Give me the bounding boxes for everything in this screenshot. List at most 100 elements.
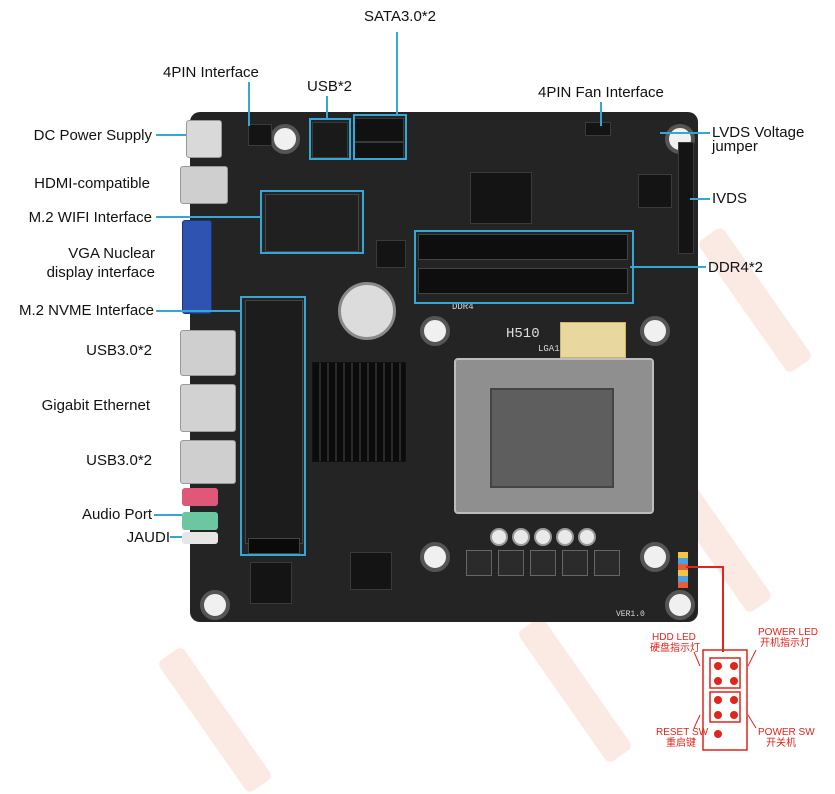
pin4-label: 4PIN Interface — [163, 64, 259, 81]
inductor — [530, 550, 556, 576]
pin — [730, 711, 738, 719]
power-sw-label-en: POWER SW — [758, 727, 815, 738]
watermark-stroke — [516, 615, 634, 765]
lvds-voltage-label-line1: LVDS Voltage — [712, 124, 805, 141]
vga-label-line2: display interface — [46, 264, 155, 281]
cmos-battery — [338, 282, 396, 340]
fan-header — [585, 122, 611, 136]
inductor — [594, 550, 620, 576]
pinout-sw-group — [709, 691, 741, 723]
usb3-label-top: USB3.0*2 — [86, 342, 152, 359]
sata-highlight — [353, 114, 407, 160]
hdd-led-label-en: HDD LED — [652, 632, 696, 643]
usb2-highlight — [309, 118, 351, 160]
motherboard: DDR4 H510 LGA1200 VER1.0 — [190, 112, 698, 622]
jaudi-label: JAUDI — [126, 529, 170, 546]
super-io-chip — [350, 552, 392, 590]
fan-label: 4PIN Fan Interface — [538, 84, 664, 101]
pin — [730, 662, 738, 670]
leader-line — [248, 82, 250, 126]
power-sw-label-cn: 开关机 — [766, 738, 796, 749]
leader-line — [396, 32, 398, 116]
vga-port — [182, 220, 212, 314]
leader-line — [170, 536, 182, 538]
pin — [714, 711, 722, 719]
leader-line — [690, 198, 710, 200]
version-silkscreen: VER1.0 — [616, 610, 645, 619]
hdmi-port — [180, 166, 228, 204]
mounting-hole — [640, 542, 670, 572]
capacitor — [490, 528, 508, 546]
leader-line — [154, 514, 182, 516]
front-panel-header — [678, 552, 688, 588]
lvds-voltage-label-line2: jumper — [712, 138, 758, 155]
leader-line — [600, 102, 602, 126]
pinout-connector-line — [747, 649, 757, 667]
leader-line — [326, 96, 328, 118]
audio-port-white — [182, 532, 218, 544]
power-led-label-en: POWER LED — [758, 627, 819, 638]
socket-silkscreen: LGA1200 — [538, 344, 576, 354]
reset-sw-label-en: RESET SW — [656, 727, 709, 738]
chipset-heatsink — [312, 362, 406, 462]
ddr4-silkscreen: DDR4 — [452, 302, 474, 312]
mounting-hole — [420, 542, 450, 572]
audio-port-pink — [182, 488, 218, 506]
mounting-hole — [200, 590, 230, 620]
pin — [730, 677, 738, 685]
pinout-led-group — [709, 657, 741, 689]
audio-label: Audio Port — [81, 506, 152, 523]
capacitor — [534, 528, 552, 546]
reset-sw-label-cn: 重启键 — [666, 738, 696, 749]
pin — [714, 730, 722, 738]
pin — [730, 696, 738, 704]
usb2-header — [312, 122, 348, 158]
leader-line — [156, 134, 186, 136]
warranty-sticker — [560, 322, 626, 358]
m2-nvme-connector — [248, 538, 300, 554]
watermark-stroke — [696, 225, 814, 375]
capacitor — [578, 528, 596, 546]
mounting-hole — [270, 124, 300, 154]
mounting-hole — [665, 590, 695, 620]
dc-jack — [186, 120, 222, 158]
leader-line — [722, 566, 724, 652]
chipset-silkscreen: H510 — [506, 326, 540, 342]
cpu-socket-center — [490, 388, 614, 488]
inductor — [466, 550, 492, 576]
usb3-port-bottom — [180, 440, 236, 484]
power-led-label-cn: 开机指示灯 — [760, 638, 810, 649]
ddr4-highlight — [414, 230, 634, 304]
watermark-stroke — [156, 645, 274, 794]
ddr4-label: DDR4*2 — [708, 259, 764, 276]
audio-chip — [250, 562, 292, 604]
ddr4-slot-1 — [418, 234, 628, 260]
pin — [714, 677, 722, 685]
audio-port-green — [182, 512, 218, 530]
nvme-label: M.2 NVME Interface — [18, 302, 154, 319]
ethernet-port — [180, 384, 236, 432]
m2-nvme-slot — [245, 300, 303, 544]
wifi-highlight — [260, 190, 364, 254]
m2-wifi-slot — [265, 194, 359, 252]
capacitor — [512, 528, 530, 546]
inductor — [498, 550, 524, 576]
usb3-port-top — [180, 330, 236, 376]
nvme-highlight — [240, 296, 306, 556]
ethernet-label: Gigabit Ethernet — [41, 397, 150, 414]
pinout-connector-line — [747, 714, 757, 729]
capacitor — [556, 528, 574, 546]
mounting-hole — [420, 316, 450, 346]
lvds-chip — [638, 174, 672, 208]
pinout-frame — [702, 649, 748, 751]
leader-line — [630, 266, 706, 268]
bios-chip — [376, 240, 406, 268]
leader-line — [686, 566, 724, 568]
sata-label: SATA3.0*2 — [364, 8, 436, 25]
leader-line — [156, 216, 260, 218]
pin — [714, 696, 722, 704]
mounting-hole — [640, 316, 670, 346]
hdmi-label: HDMI-compatible — [34, 175, 150, 192]
ddr4-slot-2 — [418, 268, 628, 294]
pin — [714, 662, 722, 670]
